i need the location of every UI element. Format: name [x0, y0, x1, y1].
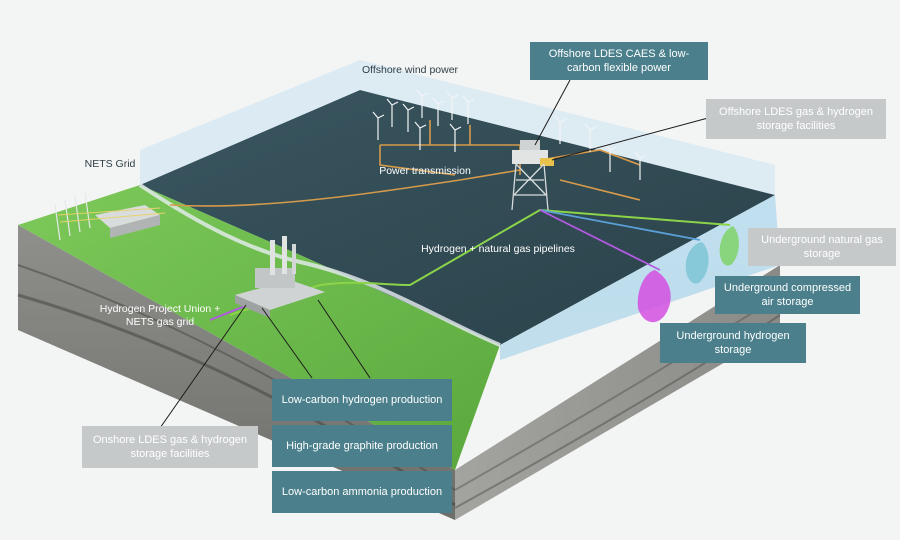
ammonia-box: Low-carbon ammonia production: [272, 471, 452, 513]
underground-hydrogen-cavern: [637, 270, 671, 323]
wind-turbine: [449, 123, 462, 152]
underground-air-cavern: [685, 242, 709, 284]
onshore-production-plant: [235, 236, 325, 318]
offshore-platform: [511, 140, 554, 211]
wind-turbines: [372, 89, 647, 180]
hydrogen-project-union-label: Hydrogen Project Union + NETS gas grid: [99, 303, 221, 328]
wind-turbine: [416, 89, 429, 118]
offshore-caes-box: Offshore LDES CAES & low-carbon flexible…: [530, 42, 708, 80]
underground-natural-gas-box: Underground natural gas storage: [748, 228, 896, 266]
compressed-air-pipeline: [539, 209, 701, 241]
leader-lines: [159, 79, 709, 429]
low-carbon-hydrogen-box: Low-carbon hydrogen production: [272, 379, 452, 421]
wind-turbine: [414, 121, 427, 150]
hydrogen-pipeline: [229, 208, 731, 316]
underground-compressed-air-box: Underground compressed air storage: [715, 276, 860, 314]
wind-turbine: [432, 97, 445, 126]
offshore-gas-storage-box: Offshore LDES gas & hydrogen storage fac…: [706, 99, 886, 139]
wind-turbine: [462, 95, 475, 124]
water-back-right: [360, 60, 775, 195]
sea-surface: [140, 90, 775, 345]
strata-line: [454, 294, 781, 491]
coastline: [138, 183, 501, 347]
wind-turbine: [634, 151, 647, 180]
wind-turbine: [584, 123, 597, 152]
hydrogen-storage-pipeline: [539, 209, 661, 271]
power-transmission-label: Power transmission: [379, 165, 471, 177]
water-back-left: [140, 60, 360, 185]
offshore-wind-label: Offshore wind power: [361, 64, 459, 76]
underground-hydrogen-box: Underground hydrogen storage: [660, 323, 806, 363]
nets-grid-substation: [54, 192, 166, 241]
water-front-right: [500, 195, 780, 360]
nets-grid-label: NETS Grid: [84, 158, 136, 170]
underground-gas-cavern: [719, 226, 739, 266]
wind-turbine: [386, 98, 399, 127]
wind-turbine: [372, 111, 385, 140]
graphite-box: High-grade graphite production: [272, 425, 452, 467]
wind-turbine: [402, 103, 415, 132]
wind-turbine: [446, 91, 459, 120]
onshore-storage-box: Onshore LDES gas & hydrogen storage faci…: [82, 426, 258, 468]
hydrogen-pipelines-label: Hydrogen + natural gas pipelines: [421, 243, 575, 255]
wind-turbine: [554, 115, 567, 144]
